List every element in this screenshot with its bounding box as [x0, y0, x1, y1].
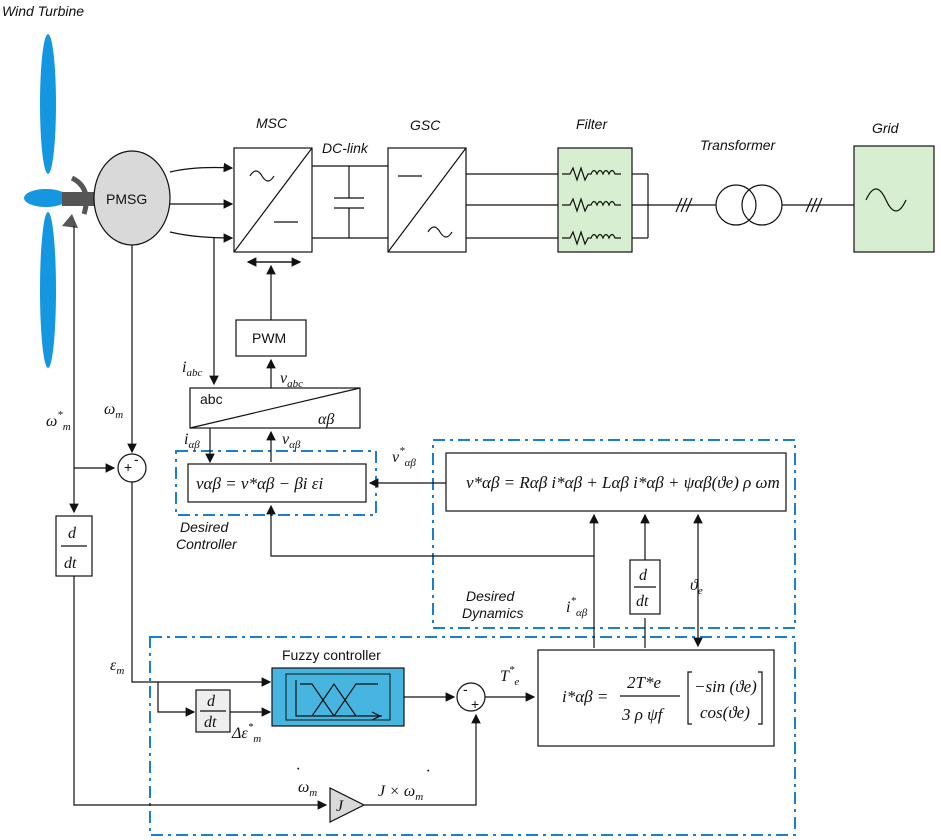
desired-dynamics-label-1: Desired: [466, 588, 515, 604]
speed-summer-minus: -: [134, 451, 139, 467]
msc-converter: [233, 147, 313, 253]
turbine-blades-icon: [24, 34, 100, 368]
filter-label: Filter: [576, 116, 608, 132]
fuzzy-controller-label: Fuzzy controller: [282, 647, 381, 663]
fuzzy-controller-block: [271, 667, 405, 727]
transformer-label: Transformer: [700, 137, 777, 153]
theta-e-signal: ϑe: [690, 577, 703, 597]
ddt-den-dynamics: dt: [636, 593, 649, 610]
abc-alphabeta-transform: [189, 387, 361, 429]
torque-ref-signal: T*e: [500, 664, 519, 688]
omega-m-signal: ωm: [104, 401, 123, 421]
gsc-label: GSC: [410, 117, 441, 133]
pmsg-label: PMSG: [106, 191, 147, 207]
wind-turbine-label: Wind Turbine: [2, 3, 84, 19]
speed-summer-plus: +: [124, 459, 132, 475]
grid-label: Grid: [872, 120, 900, 136]
pwm-label: PWM: [252, 330, 286, 346]
gsc-converter: [387, 147, 467, 253]
j-times-dot-mark: ·: [426, 763, 430, 780]
grid-source: [853, 145, 935, 253]
desired-dynamics-region: [432, 439, 796, 629]
gain-j-label: J: [336, 798, 344, 815]
current-eq-lhs: i*αβ =: [562, 687, 608, 706]
dynamics-block: [445, 452, 787, 512]
transformer-icon: [715, 184, 783, 226]
omega-dot-signal: ωm: [298, 779, 317, 799]
dc-link-label: DC-link: [322, 140, 369, 156]
desired-dynamics-label-2: Dynamics: [462, 605, 523, 621]
dynamics-equation: v*αβ = Rαβ i*αβ + Lαβ i*αβ + ψαβ(ϑe) ρ ω…: [466, 473, 780, 492]
ddt-den-error: dt: [204, 714, 217, 731]
v-alphabeta-signal: vαβ: [282, 431, 301, 451]
j-times-omega-signal: J × ωm: [378, 783, 423, 803]
current-reference-block: [537, 649, 775, 747]
three-phase-mark: [675, 197, 693, 213]
fuzzy-controller-region: [149, 636, 796, 836]
ddt-num-speed: d: [68, 525, 77, 542]
desired-controller-label-1: Desired: [180, 519, 229, 535]
controller-equation: vαβ = v*αβ − βi εi: [196, 474, 323, 493]
current-vec-top: −sin (ϑe): [694, 677, 757, 696]
v-abc-signal: vabc: [280, 370, 303, 390]
omega-m-star-signal: ω*m: [46, 409, 71, 433]
gain-j-block: [329, 787, 366, 823]
i-alphabeta-signal: iαβ: [184, 431, 200, 451]
omega-dot-mark: ·: [296, 761, 300, 778]
current-eq-num: 2T*e: [627, 673, 661, 692]
ddt-num-error: d: [207, 693, 216, 710]
msc-label: MSC: [256, 115, 288, 131]
abc-label: abc: [200, 391, 223, 407]
current-eq-den: 3 ρ ψf: [621, 705, 665, 724]
pwm-block: [235, 319, 307, 357]
current-vec-bot: cos(ϑe): [700, 703, 750, 722]
filter-block: [557, 147, 633, 253]
torque-summer-plus: +: [471, 696, 479, 712]
ddt-num-dynamics: d: [639, 567, 648, 584]
desired-controller-label-2: Controller: [176, 536, 238, 552]
three-phase-mark-2: [805, 197, 823, 213]
ddt-den-speed: dt: [64, 555, 77, 572]
i-alphabeta-star-signal: i*αβ: [566, 595, 588, 619]
alphabeta-label: αβ: [318, 411, 334, 428]
i-abc-signal: iabc: [182, 359, 202, 379]
epsilon-m-signal: εm: [110, 657, 124, 677]
delta-epsilon-signal: Δε*m: [231, 721, 261, 745]
controller-block: [187, 463, 367, 503]
torque-summer-minus: -: [463, 681, 468, 697]
dc-link-capacitor: [312, 165, 388, 239]
v-alphabeta-star-signal: v*αβ: [392, 445, 416, 469]
